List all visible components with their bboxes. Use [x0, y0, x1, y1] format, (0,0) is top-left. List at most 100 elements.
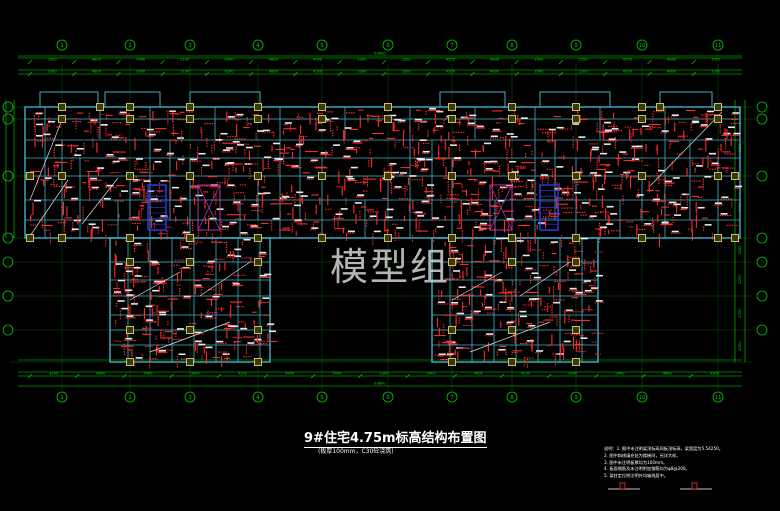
rebar-tag [90, 119, 98, 122]
rebar-tag [606, 223, 614, 225]
rebar-tag [174, 205, 182, 208]
rebar-tag [274, 158, 282, 160]
rebar-tag [345, 175, 353, 178]
rebar-tag [171, 186, 179, 189]
column [572, 326, 580, 334]
rebar-tag [714, 202, 722, 204]
rebar-tag [344, 127, 352, 129]
axis-bubble [756, 101, 768, 113]
rebar-tag [604, 129, 612, 132]
rebar-tag [711, 162, 719, 165]
axis-bubble [316, 39, 328, 51]
balcony-beam [539, 91, 611, 107]
rebar-tag [583, 280, 591, 282]
column [58, 103, 66, 111]
rebar-tag [415, 211, 423, 213]
rebar-tag [132, 192, 140, 194]
dimension-text: 4500 [313, 58, 323, 62]
dimension-tick [293, 59, 298, 65]
rebar-tag [484, 251, 492, 253]
rebar-tag [631, 145, 639, 148]
rebar-tag [516, 240, 524, 242]
rebar-tag [234, 255, 242, 258]
slab-diagonal [149, 321, 231, 353]
rebar-tag [668, 201, 676, 204]
axis-bubble [382, 391, 394, 403]
dimension-text: 4900 [285, 372, 295, 376]
rebar-tag [418, 158, 426, 160]
rebar-tag [575, 291, 583, 294]
note-line: 3. 图中未注明板厚均为100mm。 [604, 459, 668, 465]
column [254, 172, 262, 180]
column [186, 234, 194, 242]
note-line: 2. 图中斜线填充处为楼梯间，另详大样。 [604, 452, 681, 458]
column [126, 326, 134, 334]
rebar-tag [293, 204, 301, 207]
dimension-tick [647, 59, 652, 65]
rebar-tag [514, 193, 522, 195]
rebar-tag [125, 337, 133, 340]
rebar-tag [414, 118, 422, 121]
rebar-tag [671, 114, 679, 116]
rebar-tag [556, 126, 564, 129]
rebar-tag [158, 280, 166, 283]
axis-bubble [756, 290, 768, 302]
rebar-tag [526, 192, 534, 194]
rebar-tag [262, 129, 270, 132]
axis-bubble [636, 39, 648, 51]
axis-bubble [570, 39, 582, 51]
axis-bubble-label: 4 [256, 43, 260, 49]
dimension-tick [337, 71, 342, 77]
rebar-tag [236, 144, 244, 146]
rebar-tag [154, 280, 162, 283]
column [572, 258, 580, 266]
rebar-tag [88, 223, 96, 225]
rebar-tag [394, 119, 402, 121]
rebar-tag [130, 303, 138, 305]
dimension-tick [216, 373, 222, 379]
rebar-tag [606, 205, 614, 208]
axis-bubble [2, 170, 14, 182]
slab-diagonal [649, 111, 723, 187]
dimension-tick [647, 71, 652, 77]
rebar-tag [264, 273, 272, 276]
rebar-tag [595, 300, 603, 302]
rebar-tag [520, 117, 528, 119]
rebar-tag [232, 282, 240, 285]
dimension-text: 4800 [490, 70, 500, 74]
dimension-tick [27, 71, 33, 77]
rebar-tag [119, 111, 127, 114]
axis-bubble [184, 391, 196, 403]
rebar-tag [134, 242, 142, 245]
rebar-tag [536, 350, 544, 352]
dimension-text: 5400 [427, 372, 437, 376]
dimension-text: 4500 [446, 70, 456, 74]
axis-bubble-label: 9 [574, 395, 578, 401]
rebar-tag [176, 137, 184, 139]
dimension-text: 2100 [180, 58, 190, 62]
axis-bubble [124, 39, 136, 51]
rebar-tag [436, 225, 444, 228]
rebar-tag [220, 132, 228, 135]
column [254, 115, 262, 123]
rebar-tag [696, 165, 704, 167]
detail-section [691, 482, 698, 490]
axis-bubble-label: 2 [128, 395, 132, 401]
rebar-tag [467, 122, 475, 125]
rebar-tag [661, 221, 669, 224]
column [254, 326, 262, 334]
dimension-text: 4800 [269, 70, 279, 74]
dimension-tick [470, 59, 475, 65]
dimension-tick [204, 59, 210, 65]
dimension-text: 3300 [357, 58, 367, 62]
rebar-tag [644, 223, 652, 225]
rebar-tag [398, 119, 406, 122]
column [96, 103, 104, 111]
slab-diagonal [29, 179, 69, 237]
rebar-tag [272, 217, 280, 220]
rebar-tag [527, 179, 535, 182]
dimension-tick [358, 373, 363, 379]
drawing-subtitle: (板厚100mm，C30砼浇筑) [318, 448, 394, 455]
rebar-tag [580, 337, 588, 339]
rebar-tag [147, 190, 155, 192]
